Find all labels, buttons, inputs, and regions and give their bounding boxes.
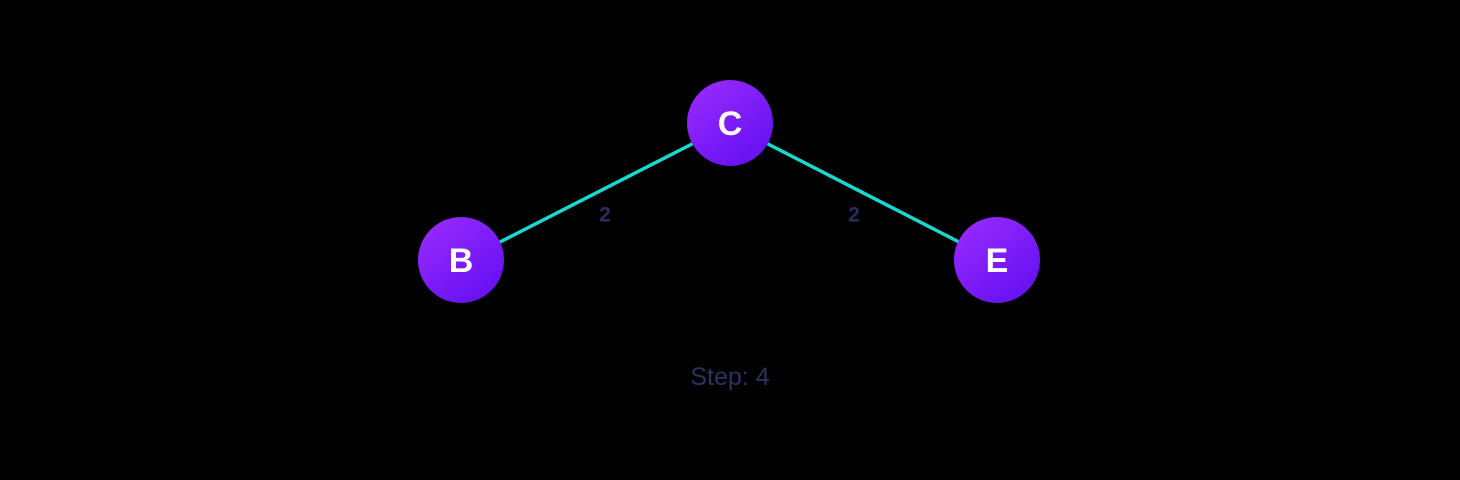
graph-edge-b-c[interactable] bbox=[498, 142, 694, 244]
node-circle-c[interactable] bbox=[687, 80, 773, 166]
graph-node-b[interactable]: B bbox=[418, 217, 504, 303]
graph-node-e[interactable]: E bbox=[954, 217, 1040, 303]
nodes-layer: B C E bbox=[418, 80, 1040, 303]
step-status-label: Step: 4 bbox=[690, 363, 769, 391]
graph-node-c[interactable]: C bbox=[687, 80, 773, 166]
edge-weight-b-c: 2 bbox=[599, 204, 611, 227]
node-circle-e[interactable] bbox=[954, 217, 1040, 303]
node-circle-b[interactable] bbox=[418, 217, 504, 303]
edge-weight-c-e: 2 bbox=[848, 204, 860, 227]
graph-edge-c-e[interactable] bbox=[766, 142, 961, 244]
node-label-c: C bbox=[718, 105, 743, 143]
edges-layer bbox=[498, 142, 961, 244]
node-label-e: E bbox=[986, 242, 1009, 280]
node-label-b: B bbox=[449, 242, 474, 280]
